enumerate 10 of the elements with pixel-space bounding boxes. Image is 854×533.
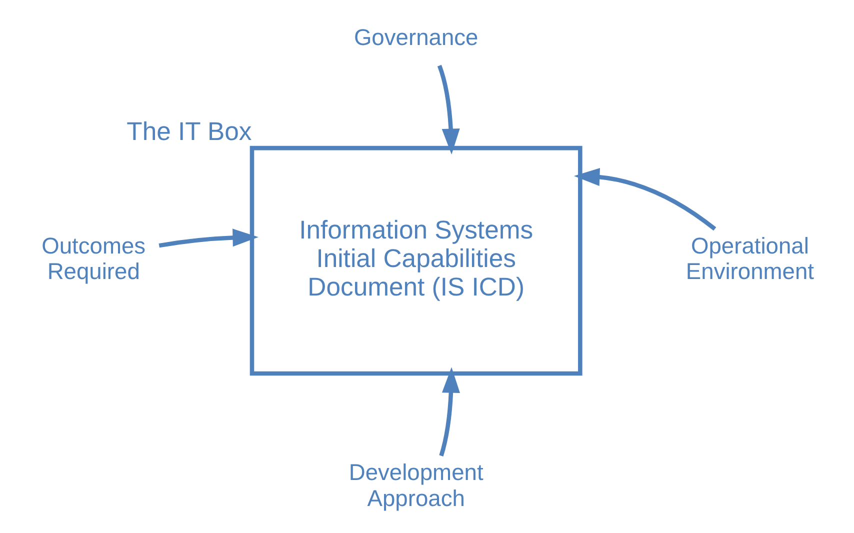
arrow <box>158 228 258 248</box>
arrow <box>438 367 460 456</box>
node-box: Information Systems Initial Capabilities Document (IS ICD) <box>249 146 582 376</box>
node-label: The IT Box <box>126 118 252 146</box>
arrow <box>573 168 716 231</box>
node-text: Outcomes Required <box>41 232 146 284</box>
node-text: Development Approach <box>348 459 483 511</box>
node-text: Operational Environment <box>685 232 814 284</box>
node-text: Governance <box>353 24 478 50</box>
arrow <box>436 64 460 154</box>
